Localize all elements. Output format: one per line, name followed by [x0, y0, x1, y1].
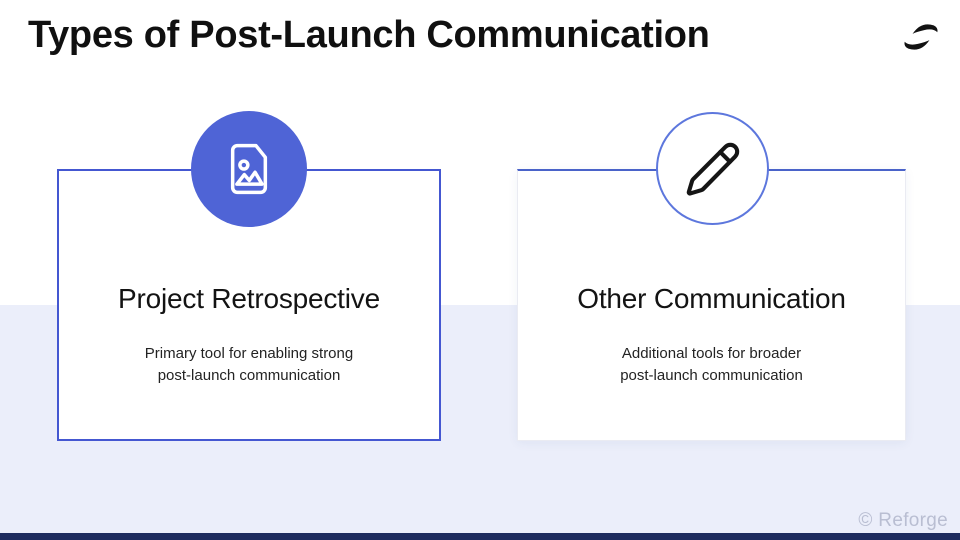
card-description: Primary tool for enabling strong post-la…: [59, 343, 439, 387]
card-description-line: Primary tool for enabling strong: [144, 345, 354, 362]
reforge-logo-icon: [904, 24, 938, 50]
card-heading: Other Communication: [577, 283, 846, 314]
image-icon-circle: [191, 111, 307, 227]
card-heading: Project Retrospective: [118, 283, 380, 314]
pencil-icon-circle: [656, 112, 769, 225]
copyright-watermark: © Reforge: [858, 510, 948, 531]
pencil-icon: [686, 142, 739, 196]
card-description-line: Additional tools for broader: [621, 345, 802, 362]
reforge-logo-icon: [902, 18, 940, 56]
footer-bar: [0, 533, 960, 540]
card-description-line: post-launch communication: [620, 366, 803, 384]
slide-title: Types of Post-Launch Communication: [28, 14, 710, 56]
card-description: Additional tools for broader post-launch…: [518, 343, 905, 387]
card-description-line: post-launch communication: [157, 366, 341, 384]
file-image-icon: [230, 143, 268, 195]
